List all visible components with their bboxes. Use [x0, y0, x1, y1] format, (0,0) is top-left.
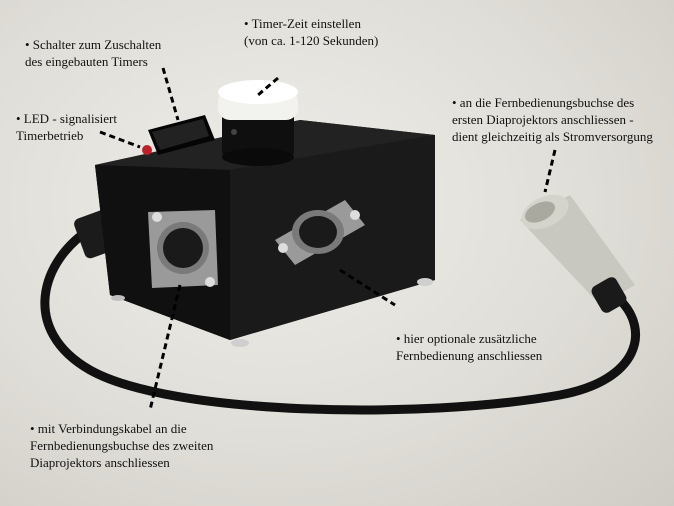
annotation-remote: • hier optionale zusätzliche Fernbedienu…	[396, 331, 543, 363]
din-socket-remote	[275, 200, 365, 265]
annotation-switch: • Schalter zum Zuschalten des eingebaute…	[25, 37, 162, 69]
din-plug	[520, 194, 635, 313]
connection-cable	[40, 223, 640, 415]
annotation-cable: • mit Verbindungskabel an die Fernbedien…	[30, 421, 214, 470]
annotation-led: • LED - signalisiert Timerbetrieb	[16, 111, 117, 143]
annotation-timer: • Timer-Zeit einstellen (von ca. 1-120 S…	[244, 16, 379, 48]
leader-lines	[99, 67, 557, 411]
rocker-switch	[148, 115, 215, 155]
status-led	[142, 145, 152, 155]
annotation-power: • an die Fernbedienungsbuchse des ersten…	[452, 95, 653, 144]
din-socket-output	[148, 210, 218, 288]
timer-knob	[218, 80, 298, 166]
